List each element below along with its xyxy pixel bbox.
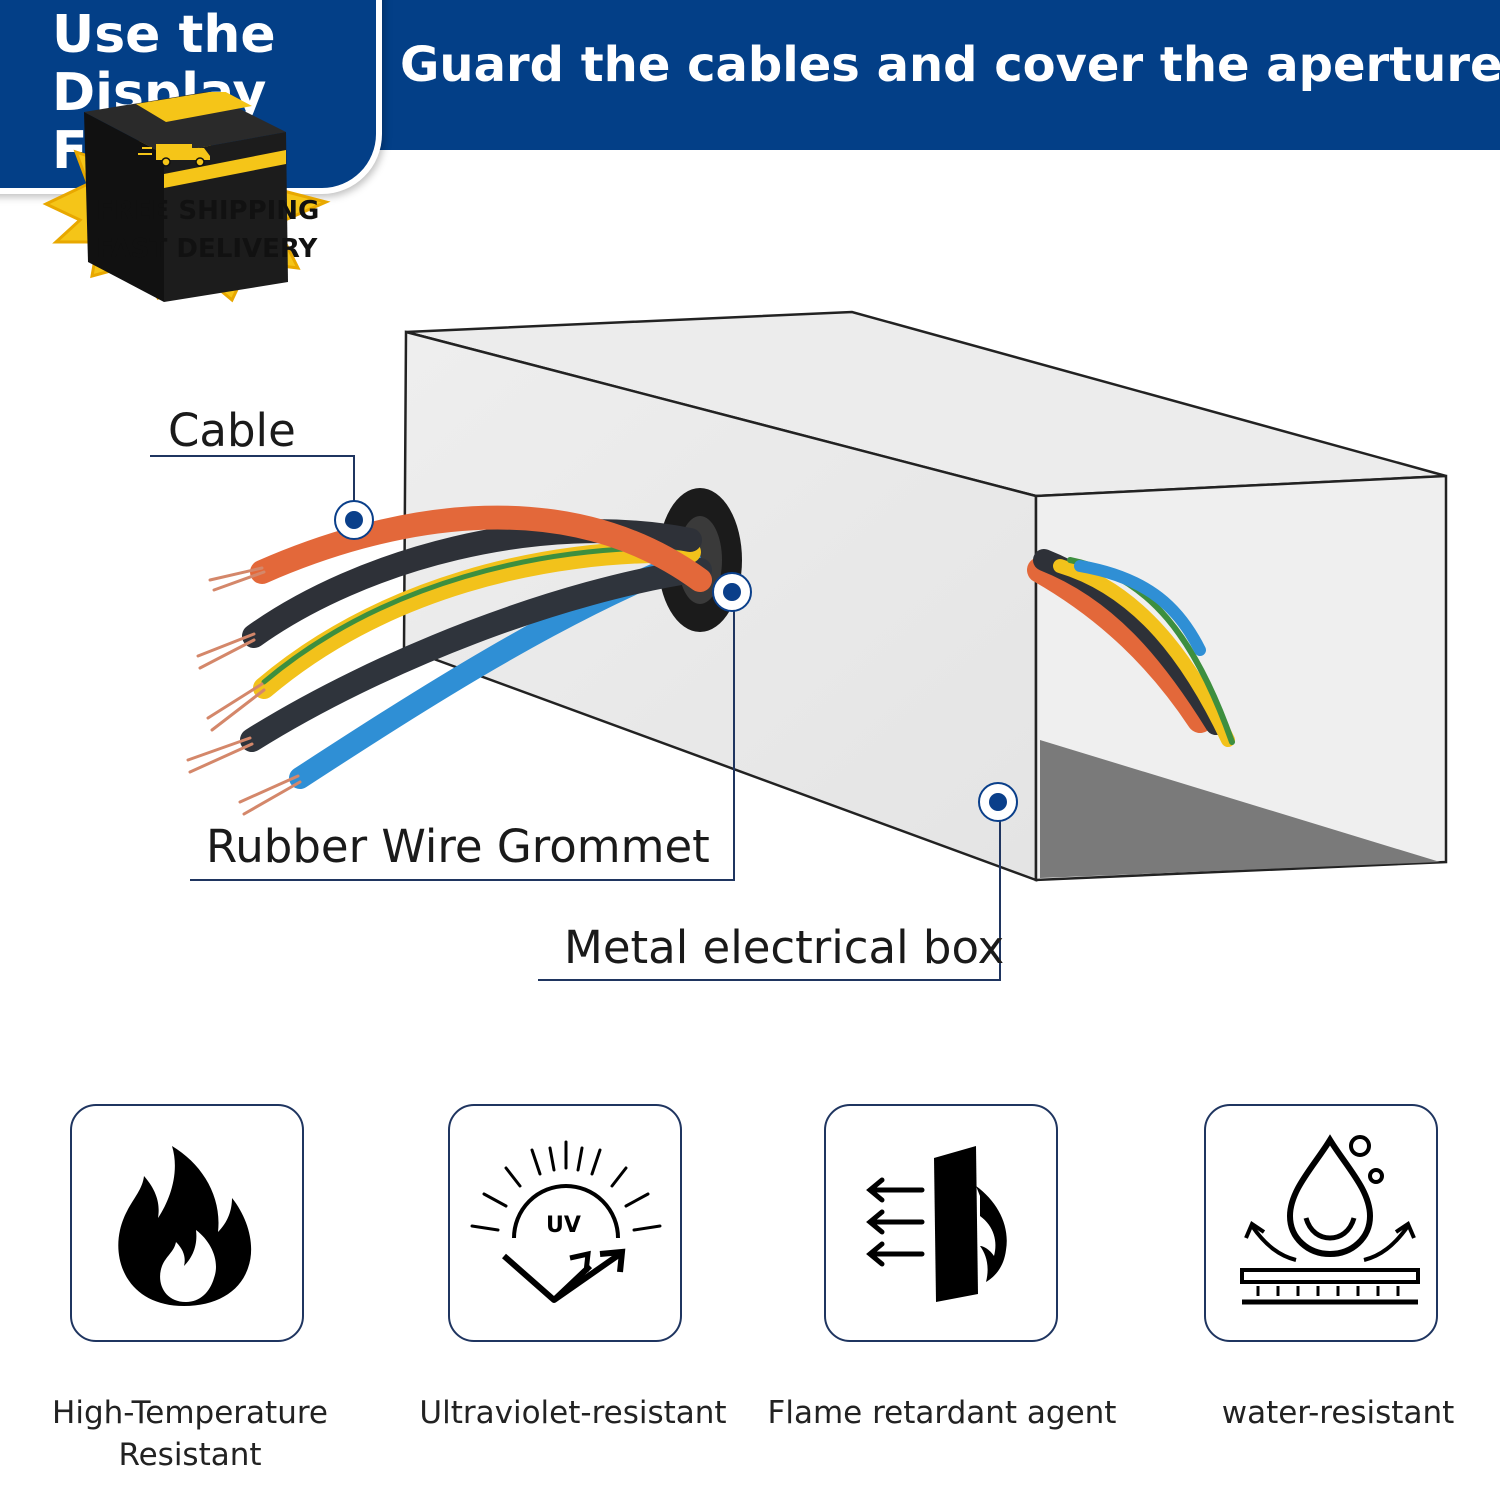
box-tape [136, 90, 252, 122]
cable-grommet-diagram [150, 310, 1448, 981]
feature-label-ultraviolet: Ultraviolet-resistant [419, 1395, 727, 1431]
free-shipping-badge: FREE SHIPPING FAST DELIVERY [36, 90, 336, 312]
feature-card-water-resistant [1204, 1104, 1438, 1342]
feature-label-flame-retardant: Flame retardant agent [767, 1395, 1117, 1431]
box-side-stripe [164, 150, 286, 188]
fire-icon [118, 1146, 252, 1306]
cables [240, 505, 712, 789]
badge-graphic [42, 90, 331, 303]
feature-card-flame-retardant [824, 1104, 1058, 1342]
callout-lines [150, 455, 1001, 981]
box-front [84, 112, 164, 302]
badge-line-fast-delivery: FAST DELIVERY [96, 234, 318, 264]
label-metal-electrical-box: Metal electrical box [564, 921, 1005, 974]
wire-black-lower [240, 558, 712, 752]
callout-line-cable [150, 455, 355, 518]
svg-text:UV: UV [546, 1213, 581, 1238]
badge-line-free-shipping: FREE SHIPPING [96, 196, 320, 226]
copper-ends [186, 566, 302, 816]
feature-label-high-temperature: High-Temperature Resistant [52, 1395, 328, 1473]
feature-card-ultraviolet: UV [448, 1104, 682, 1342]
label-cable: Cable [168, 404, 296, 457]
wire-orange [250, 505, 712, 592]
feature-label-water-resistant: water-resistant [1221, 1395, 1455, 1431]
callout-markers [334, 500, 1018, 822]
flame-barrier-icon [866, 1146, 1007, 1302]
uv-sun-icon: UV [470, 1140, 662, 1303]
inner-wires [1027, 549, 1235, 747]
feature-card-high-temperature [70, 1104, 304, 1342]
callout-line-box [538, 804, 1001, 981]
water-drop-icon [1240, 1134, 1420, 1305]
delivery-truck-icon [138, 144, 210, 167]
label-rubber-wire-grommet: Rubber Wire Grommet [206, 820, 710, 873]
page-title: Guard the cables and cover the apertures [400, 37, 1500, 93]
box-inner-shadow [1040, 740, 1440, 878]
callout-line-grommet [190, 592, 735, 881]
